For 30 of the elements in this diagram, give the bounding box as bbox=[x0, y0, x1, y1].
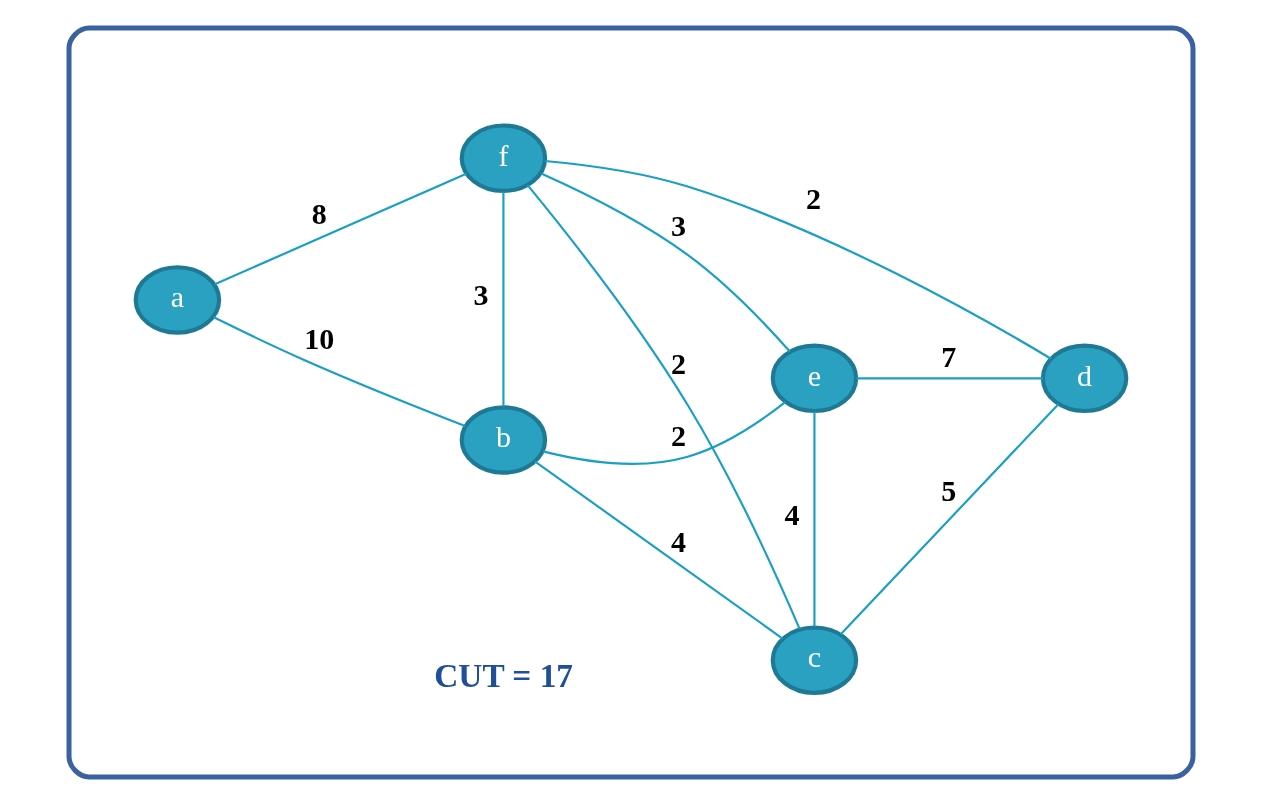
node-ellipse: d bbox=[1040, 343, 1129, 414]
edge-label: 4 bbox=[784, 497, 800, 531]
edge-label: 5 bbox=[941, 473, 957, 507]
connector bbox=[526, 184, 801, 629]
connector bbox=[544, 159, 1052, 360]
node-ellipse: a bbox=[133, 265, 222, 335]
connector bbox=[813, 411, 816, 627]
connector bbox=[839, 403, 1060, 635]
connector bbox=[542, 401, 786, 465]
node-ellipse: f bbox=[459, 123, 548, 193]
node-ellipse: c bbox=[770, 625, 859, 695]
label: CUT = 17 bbox=[434, 656, 574, 694]
connector bbox=[502, 191, 505, 407]
edge-label: 7 bbox=[941, 340, 957, 374]
edge-label: 8 bbox=[311, 196, 327, 230]
edge-label: 2 bbox=[806, 181, 822, 215]
cluster bbox=[66, 25, 1196, 780]
connector bbox=[214, 172, 467, 286]
edge-label: 10 bbox=[304, 321, 335, 355]
edge-label: 2 bbox=[671, 418, 687, 452]
connector bbox=[540, 172, 791, 353]
edge-label: 2 bbox=[671, 346, 687, 380]
connector bbox=[534, 460, 784, 640]
edge-label: 4 bbox=[671, 525, 687, 559]
node-ellipse: b bbox=[459, 405, 548, 475]
edge-label: 3 bbox=[473, 277, 489, 311]
node-ellipse: e bbox=[770, 343, 859, 414]
connector bbox=[856, 377, 1043, 380]
connector bbox=[212, 316, 466, 427]
edge-label: 3 bbox=[671, 208, 687, 242]
